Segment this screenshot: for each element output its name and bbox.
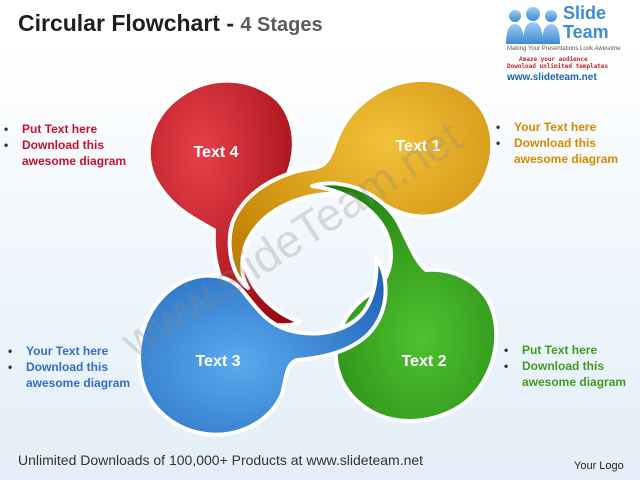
logo-url: www.slideteam.net xyxy=(507,72,597,83)
list-item: Download this awesome diagram xyxy=(4,359,146,391)
logo-name: Slide Team xyxy=(563,3,609,42)
stage-1-shape xyxy=(227,77,495,290)
notes-top-left: Put Text here Download this awesome diag… xyxy=(0,121,150,169)
notes-top-right: Your Text here Download this awesome dia… xyxy=(492,119,638,167)
notes-bottom-left: Your Text here Download this awesome dia… xyxy=(4,343,146,391)
notes-bottom-right: Put Text here Download this awesome diag… xyxy=(500,342,638,390)
page-title: Circular Flowchart - 4 Stages xyxy=(18,10,323,37)
logo-placeholder: Your Logo xyxy=(574,460,624,472)
stage-2-label: Text 2 xyxy=(401,353,446,370)
stage-1-label: Text 1 xyxy=(395,138,440,155)
logo-tagline: Making Your Presentations Look Awesome xyxy=(507,46,621,52)
slide-background xyxy=(0,44,640,480)
list-item: Your Text here xyxy=(4,343,146,359)
stage-4-shape xyxy=(146,78,302,328)
footer-text: Unlimited Downloads of 100,000+ Products… xyxy=(18,452,424,468)
title-subtitle: 4 Stages xyxy=(240,14,323,36)
list-item: Your Text here xyxy=(492,119,638,135)
logo-line-2: Download unlimited templates xyxy=(507,63,609,70)
stage-4-label: Text 4 xyxy=(193,144,238,161)
list-item: Put Text here xyxy=(0,121,150,137)
stage-2-shape xyxy=(310,181,499,423)
list-item: Put Text here xyxy=(500,342,638,358)
list-item: Download this awesome diagram xyxy=(500,358,638,390)
title-main: Circular Flowchart - xyxy=(18,10,241,36)
list-item: Download this awesome diagram xyxy=(492,135,638,167)
people-icon xyxy=(506,7,560,44)
list-item: Download this awesome diagram xyxy=(0,137,150,169)
stage-3-label: Text 3 xyxy=(195,353,240,370)
logo-line-1: Amaze your audience xyxy=(519,56,588,63)
